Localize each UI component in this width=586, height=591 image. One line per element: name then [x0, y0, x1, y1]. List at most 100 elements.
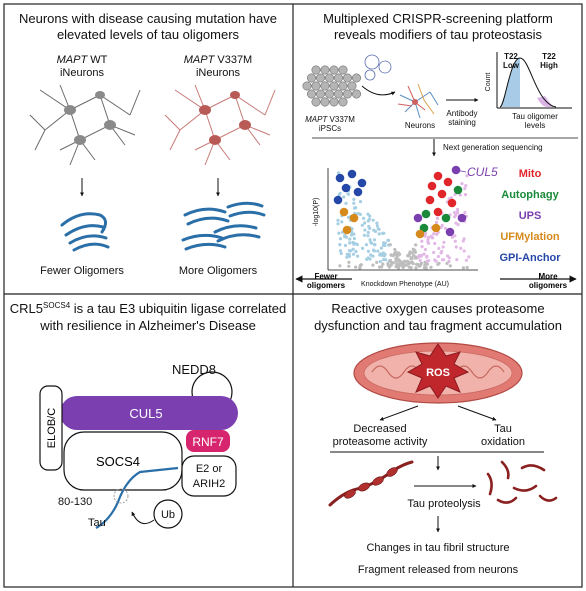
volcano-point [389, 253, 393, 257]
volcano-point [337, 231, 341, 235]
volcano-point [369, 253, 373, 257]
volcano-point [344, 201, 348, 205]
volcano-point [386, 262, 390, 266]
volcano-point [352, 242, 356, 246]
volcano-point [351, 252, 356, 256]
volcano-y-label: -log10(P) [313, 198, 320, 227]
volcano-point [338, 249, 342, 253]
fewer-label-line2: oligomers [307, 281, 346, 290]
mitochondrion-cristae [371, 365, 505, 379]
ipsc-cell [324, 73, 334, 83]
volcano-point [463, 210, 467, 215]
proteolysis-label: Tau proteolysis [407, 498, 481, 510]
legend-ufmylation: UFMylation [500, 231, 560, 243]
volcano-point [414, 266, 418, 270]
ngs-label: Next generation sequencing [443, 143, 543, 152]
ipsc-cell [329, 81, 339, 91]
screen-neuron-body [412, 99, 418, 105]
volcano-point [412, 250, 416, 254]
volcano-point [358, 266, 362, 270]
wt-neurons-illustration [29, 84, 141, 166]
volcano-point [446, 254, 450, 258]
volcano-point [409, 257, 413, 261]
crispr-library-icon [364, 54, 392, 81]
volcano-hit [431, 223, 441, 233]
volcano-point [407, 265, 411, 269]
volcano-point [347, 260, 351, 264]
wt-oligomer-illustration [60, 212, 110, 252]
ipsc-cell [333, 73, 343, 83]
ipsc-cell [351, 73, 361, 83]
volcano-point [354, 206, 358, 210]
legend-autophagy: Autophagy [501, 189, 559, 201]
volcano-point [465, 265, 469, 270]
volcano-point [336, 222, 340, 226]
screen-neurons-illustration [397, 83, 439, 119]
volcano-hit [413, 213, 423, 223]
ipsc-cell [311, 81, 321, 91]
volcano-point [340, 220, 344, 224]
volcano-point [391, 261, 395, 265]
volcano-point [362, 233, 366, 237]
volcano-point [366, 219, 370, 223]
volcano-point [369, 240, 373, 244]
volcano-point [436, 254, 440, 259]
volcano-point [433, 258, 437, 262]
volcano-x-label: Knockdown Phenotype (AU) [361, 281, 449, 288]
volcano-hit [433, 207, 443, 217]
volcano-hit [437, 189, 447, 199]
ipsc-cell [338, 97, 348, 107]
volcano-point [388, 243, 392, 247]
ipsc-cell [320, 81, 330, 91]
volcano-point [366, 234, 370, 238]
volcano-point [354, 249, 358, 254]
volcano-point [395, 262, 399, 266]
oxidation-label-line2: oxidation [481, 436, 525, 448]
ipsc-label: MAPT V337M [305, 115, 355, 124]
volcano-point [388, 259, 393, 263]
legend-ups: UPS [519, 210, 542, 222]
volcano-point [447, 259, 451, 264]
t22-high-label-a: T22 [542, 52, 556, 61]
cul5-shape [60, 396, 238, 430]
volcano-point [406, 259, 410, 263]
volcano-point [410, 260, 414, 264]
volcano-point [378, 260, 382, 264]
ipsc-cell [342, 73, 352, 83]
volcano-point [384, 258, 388, 262]
cul5-label: CUL5 [129, 406, 162, 421]
volcano-point [453, 215, 457, 219]
t22-histogram: Count T22 Low T22 High Tau oligomer leve… [485, 52, 572, 130]
antibody-label-line1: Antibody [446, 109, 477, 118]
volcano-point [375, 224, 379, 228]
volcano-point [375, 221, 379, 225]
volcano-point [434, 220, 439, 225]
more-label-line2: oligomers [529, 281, 568, 290]
e2-arih2-shape [181, 455, 237, 497]
volcano-point [467, 255, 471, 259]
volcano-point [352, 236, 356, 241]
volcano-point [424, 266, 428, 270]
volcano-point [441, 245, 445, 249]
volcano-point [465, 174, 469, 178]
volcano-point [383, 243, 387, 248]
volcano-point [371, 263, 375, 267]
volcano-point [420, 253, 424, 257]
volcano-point [422, 252, 426, 256]
ipsc-cell [315, 89, 325, 99]
volcano-point [432, 250, 436, 255]
volcano-point [463, 193, 468, 197]
ipsc-cell [329, 65, 339, 75]
volcano-point [336, 171, 341, 175]
cul5-gene-label: CUL5 [467, 165, 498, 179]
volcano-point [358, 263, 362, 268]
tau-range-label: 80-130 [58, 496, 92, 508]
volcano-point [435, 216, 440, 220]
ipsc-cell [338, 81, 348, 91]
volcano-point [372, 242, 376, 246]
volcano-point [456, 207, 460, 212]
volcano-point [459, 246, 463, 250]
volcano-hit [335, 173, 345, 183]
tau-label: Tau [88, 517, 106, 529]
volcano-point [364, 243, 368, 247]
